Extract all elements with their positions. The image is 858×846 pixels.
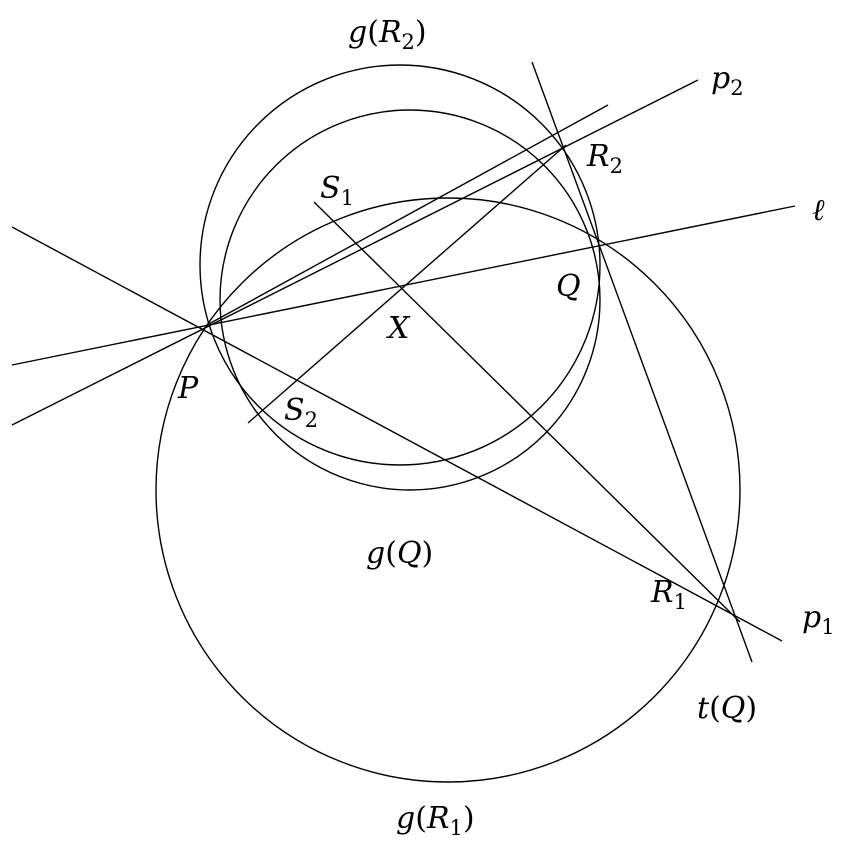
line-pr2 bbox=[206, 104, 609, 326]
label-s2: S2 bbox=[284, 393, 318, 432]
label-r2: R2 bbox=[586, 139, 623, 178]
label-p: P bbox=[177, 371, 199, 406]
line-ell bbox=[11, 205, 796, 366]
line-p1 bbox=[11, 226, 783, 642]
circle-g-r2 bbox=[199, 64, 601, 466]
label-g-r2: g(R2) bbox=[348, 15, 427, 54]
label-s1: S1 bbox=[320, 171, 354, 210]
label-p2: p2 bbox=[711, 61, 744, 100]
label-g-r1: g(R1) bbox=[396, 801, 475, 840]
label-ell: ℓ bbox=[812, 193, 825, 228]
label-x: X bbox=[386, 311, 411, 346]
circle-g-r1 bbox=[155, 197, 741, 783]
label-g-q: g(Q) bbox=[366, 536, 433, 571]
label-q: Q bbox=[556, 269, 581, 304]
label-r1: R1 bbox=[650, 575, 687, 614]
label-p1: p1 bbox=[802, 600, 835, 639]
line-p2 bbox=[11, 79, 699, 426]
line-t-q bbox=[531, 61, 753, 663]
circle-g-q bbox=[219, 109, 601, 491]
line-s1-r1 bbox=[313, 201, 741, 623]
line-s2-r2 bbox=[247, 144, 567, 424]
label-t-q: t(Q) bbox=[697, 691, 757, 726]
